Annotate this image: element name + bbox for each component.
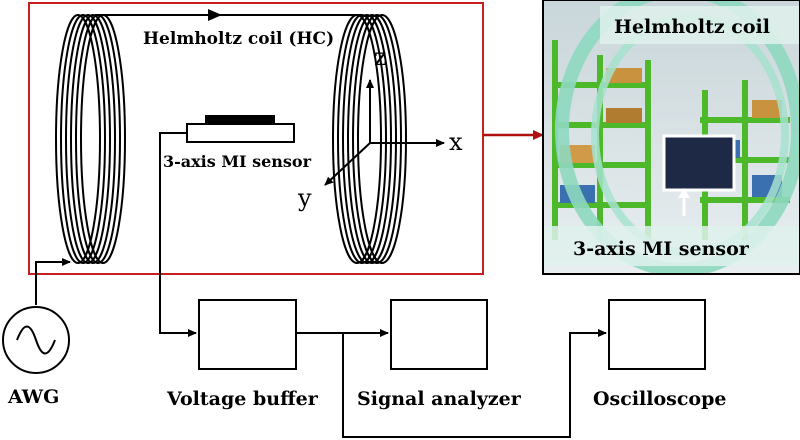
voltage-buffer-box [198,299,297,370]
photo-title: Helmholtz coil [614,16,770,38]
awg-to-coil-wire [35,258,71,305]
coordinate-axes [324,79,445,186]
buffer-to-scope-wire [342,329,607,438]
axis-y-label: y [297,184,312,212]
left-coil [55,14,126,264]
sensor-board [186,123,295,143]
photo-sensor-label: 3-axis MI sensor [573,238,750,260]
sine-wave-icon [16,325,56,355]
current-direction-arrow [208,9,222,21]
coil-frame [28,2,484,275]
oscilloscope-box [608,299,706,370]
axis-z-label: z [374,43,387,71]
sensor-output-wire [159,132,197,337]
voltage-buffer-label: Voltage buffer [166,388,319,410]
sensor-label: 3-axis MI sensor [163,152,312,171]
signal-analyzer-box [390,299,488,370]
sensor-chip [205,115,275,125]
coil-label: Helmholtz coil (HC) [143,29,334,49]
awg-label: AWG [7,386,59,408]
oscilloscope-label: Oscilloscope [593,388,726,410]
setup-photo [542,0,800,275]
signal-analyzer-label: Signal analyzer [357,388,522,410]
axis-x-label: x [449,128,463,156]
